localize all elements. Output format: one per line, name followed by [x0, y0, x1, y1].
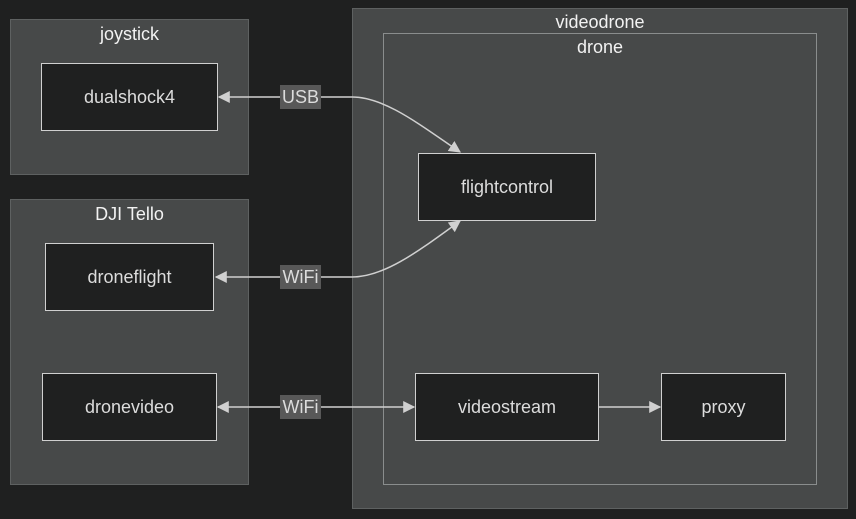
node-videostream[interactable]: videostream: [415, 373, 599, 441]
node-flightcontrol[interactable]: flightcontrol: [418, 153, 596, 221]
node-proxy[interactable]: proxy: [661, 373, 786, 441]
node-dronevideo[interactable]: dronevideo: [42, 373, 217, 441]
cluster-videodrone-title: videodrone: [555, 12, 645, 32]
node-dualshock4[interactable]: dualshock4: [41, 63, 218, 131]
edge-usb: [217, 91, 461, 153]
edge-label-usb: USB: [280, 85, 321, 109]
cluster-dji-tello-title: DJI Tello: [95, 204, 164, 224]
edge-label-wifi-flight: WiFi: [280, 265, 321, 289]
cluster-drone-title: drone: [576, 37, 624, 57]
node-droneflight[interactable]: droneflight: [45, 243, 214, 311]
edge-wifi-flight: [214, 220, 461, 283]
cluster-joystick-title: joystick: [99, 24, 159, 44]
edge-label-wifi-video: WiFi: [280, 395, 321, 419]
